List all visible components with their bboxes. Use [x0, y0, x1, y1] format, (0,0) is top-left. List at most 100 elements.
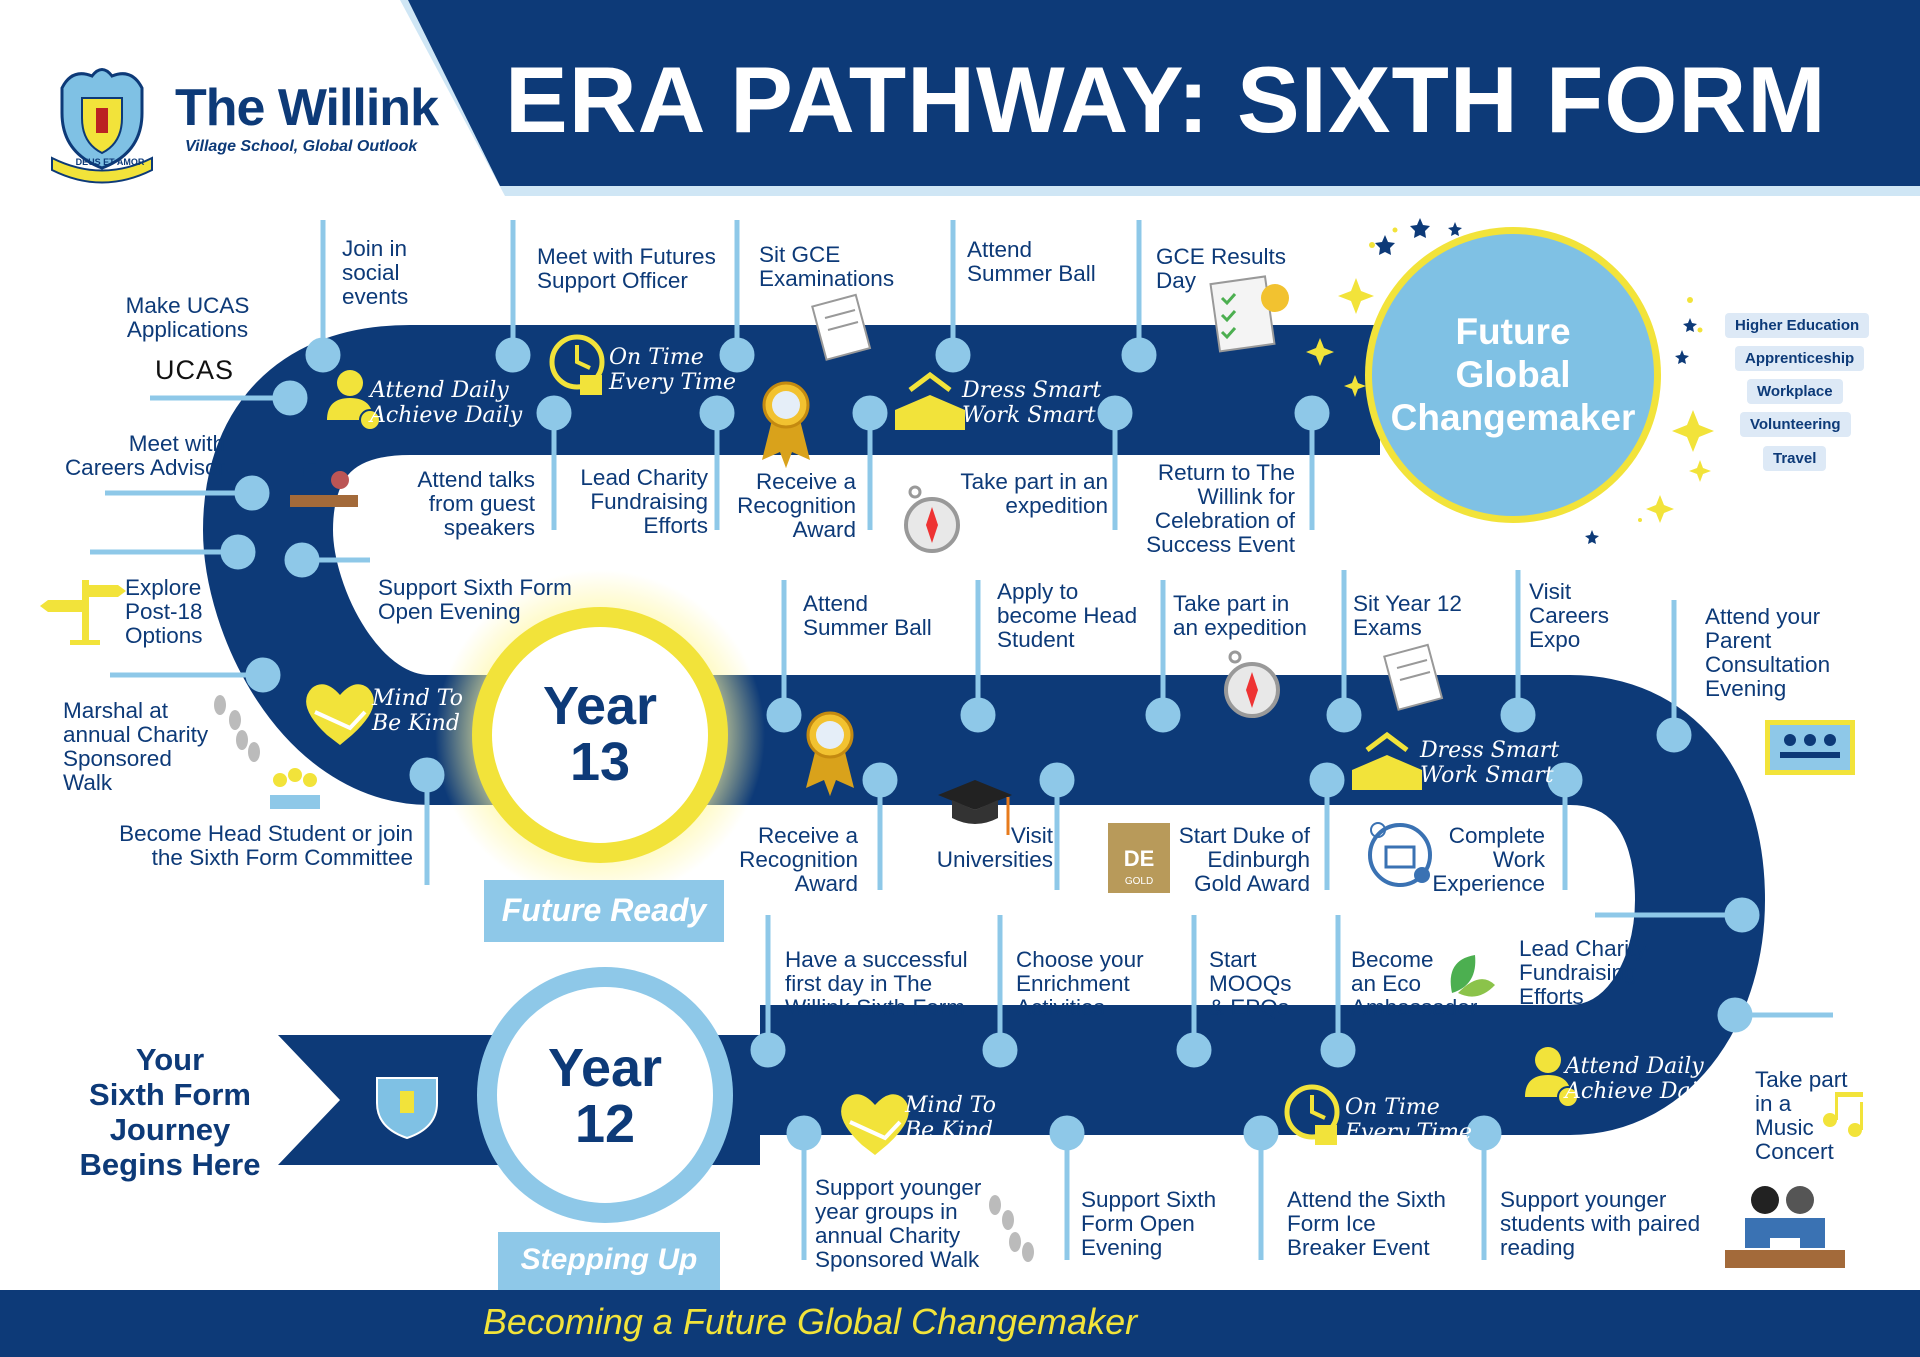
parent-meeting-icon [1765, 720, 1855, 775]
badge-attend-daily-2: Attend Daily Achieve Daily [1565, 1054, 1718, 1104]
milestone-head-student-join: Become Head Student or join the Sixth Fo… [119, 821, 413, 870]
dofe-logo-text: DE [1123, 846, 1155, 871]
compass-icon [904, 485, 960, 553]
milestone-support-walk: Support younger year groups in annual Ch… [815, 1175, 982, 1272]
careers-advisor-icon [290, 463, 358, 507]
milestone-eco: Become an Eco Ambassador [1351, 947, 1478, 1020]
ucas-logo: UCAS [155, 355, 235, 385]
attend-daily-icon [327, 370, 381, 431]
stepping-up-tag: Stepping Up [520, 1243, 698, 1276]
milestone-enrichment: Choose your Enrichment Activities [1016, 947, 1144, 1020]
stars-icon [1375, 218, 1697, 544]
badge-mind-kind-2: Mind To Be Kind [905, 1093, 997, 1143]
eco-leaf-icon [1450, 955, 1495, 997]
road [203, 325, 1765, 1135]
school-name: The Willink [175, 79, 439, 137]
milestone-dofe-gold: Start Duke of Edinburgh Gold Award [1178, 823, 1310, 896]
footer-band [0, 1290, 1920, 1357]
milestone-marshal-walk: Marshal at annual Charity Sponsored Walk [63, 698, 209, 795]
award-rosette-icon-2 [806, 711, 854, 796]
graduation-cap-icon [938, 780, 1012, 835]
milestone-support-open-y13: Support Sixth Form Open Evening [378, 575, 572, 624]
pathway-tag-apprenticeship: Apprenticeship [1735, 346, 1865, 371]
pathway-tag-workplace: Workplace [1747, 379, 1843, 404]
badge-dress-smart-2: Dress Smart Work Smart [1420, 738, 1560, 788]
exam-paper-icon-2 [1383, 643, 1444, 711]
crest-small-icon [376, 1077, 438, 1140]
milestone-recognition-top: Receive a Recognition Award [737, 469, 856, 542]
milestone-meet-futures: Meet with Futures Support Officer [537, 244, 716, 293]
badge-on-time: On Time Every Time [609, 345, 737, 395]
milestone-mooqs: Start MOOQs & EPQs [1209, 947, 1292, 1020]
school-crest-icon [51, 68, 153, 184]
dofe-logo [1108, 823, 1170, 893]
milestone-music-concert: Take part in a Music Concert [1755, 1067, 1848, 1164]
milestone-expedition-mid: Take part in an expedition [1173, 591, 1307, 640]
future-ready-tag: Future Ready [501, 892, 707, 928]
footer-text: Becoming a Future Global Changemaker [482, 1301, 1138, 1342]
milestone-work-exp: Complete Work Experience [1432, 823, 1545, 896]
award-rosette-icon [762, 381, 810, 468]
footprints-icon [214, 695, 260, 762]
milestone-make-ucas: Make UCAS Applications [125, 293, 250, 342]
milestone-parent-consult: Attend your Parent Consultation Evening [1705, 604, 1831, 701]
milestone-attend-talks: Attend talks from guest speakers [417, 467, 535, 540]
milestone-sit-gce: Sit GCE Examinations [759, 242, 895, 291]
start-banner: Your Sixth Form Journey Begins Here [79, 1042, 261, 1182]
dress-smart-icon-2 [1352, 731, 1422, 790]
milestone-pins [90, 220, 1833, 1260]
badge-mind-kind: Mind To Be Kind [372, 686, 464, 736]
milestone-sit-y12: Sit Year 12 Exams [1353, 591, 1462, 640]
milestone-first-day: Have a successful first day in The Willi… [785, 947, 968, 1020]
milestone-recognition-mid: Receive a Recognition Award [739, 823, 858, 896]
work-experience-icon [1368, 822, 1432, 887]
badge-on-time-2: On Time Every Time [1345, 1095, 1473, 1145]
paired-reading-icon [1725, 1186, 1845, 1268]
milestone-apply-head: Apply to become Head Student [997, 579, 1138, 652]
stepping-up-box [498, 1232, 720, 1290]
badge-dress-smart: Dress Smart Work Smart [962, 378, 1102, 428]
milestone-careers-advisor: Meet with Careers Advisor [64, 431, 225, 480]
milestone-ice-breaker: Attend the Sixth Form Ice Breaker Event [1287, 1187, 1446, 1260]
milestone-lead-charity-top: Lead Charity Fundraising Efforts [580, 465, 708, 538]
pathway-tag-higher-education: Higher Education [1725, 313, 1870, 338]
milestone-attend-ball-mid: Attend Summer Ball [803, 591, 932, 640]
school-tagline: Village School, Global Outlook [185, 138, 418, 155]
results-checklist-icon [1209, 275, 1289, 353]
goal-title: Future Global Changemaker [1390, 311, 1636, 438]
milestone-support-open-y12: Support Sixth Form Open Evening [1081, 1187, 1217, 1260]
milestone-return-willink: Return to The Willink for Celebration of… [1146, 460, 1295, 557]
handshake-heart-icon [306, 684, 374, 745]
year12-circle [497, 987, 713, 1203]
year13-label: Year 13 [542, 676, 658, 792]
clock-icon [549, 334, 605, 395]
compass-icon-2 [1224, 650, 1280, 718]
milestone-join-social: Join in social events [342, 236, 409, 309]
clock-icon-2 [1284, 1084, 1340, 1145]
exam-paper-icon [811, 293, 872, 361]
milestone-paired-reading: Support younger students with paired rea… [1500, 1187, 1701, 1260]
pathway-tag-volunteering: Volunteering [1740, 412, 1851, 437]
footprints-icon-2 [989, 1195, 1034, 1262]
future-ready-box [484, 880, 724, 942]
sparkles-icon [1306, 223, 1714, 523]
dress-smart-icon [895, 371, 965, 430]
milestone-explore-post18: Explore Post-18 Options [125, 575, 203, 648]
music-notes-icon [1823, 1092, 1863, 1137]
milestone-visit-unis: Visit Universities [936, 823, 1053, 872]
committee-icon [270, 768, 320, 809]
goal-circle [1372, 234, 1654, 516]
page-title: ERA PATHWAY: SIXTH FORM [505, 47, 1827, 152]
year13-circle [492, 627, 708, 843]
handshake-heart-icon-2 [841, 1094, 909, 1155]
milestone-lead-charity-mid: Lead Charity Fundraising Efforts [1519, 936, 1647, 1009]
milestone-careers-expo: Visit Careers Expo [1529, 579, 1610, 652]
badge-attend-daily: Attend Daily Achieve Daily [370, 378, 523, 428]
milestone-expedition-top: Take part in an expedition [960, 469, 1108, 518]
attend-daily-icon-2 [1525, 1047, 1579, 1108]
dofe-logo-level: GOLD [1124, 876, 1154, 887]
crest-motto: DEUS ET AMOR [75, 157, 145, 167]
milestone-attend-ball-top: Attend Summer Ball [967, 237, 1096, 286]
signpost-icon [40, 580, 126, 645]
